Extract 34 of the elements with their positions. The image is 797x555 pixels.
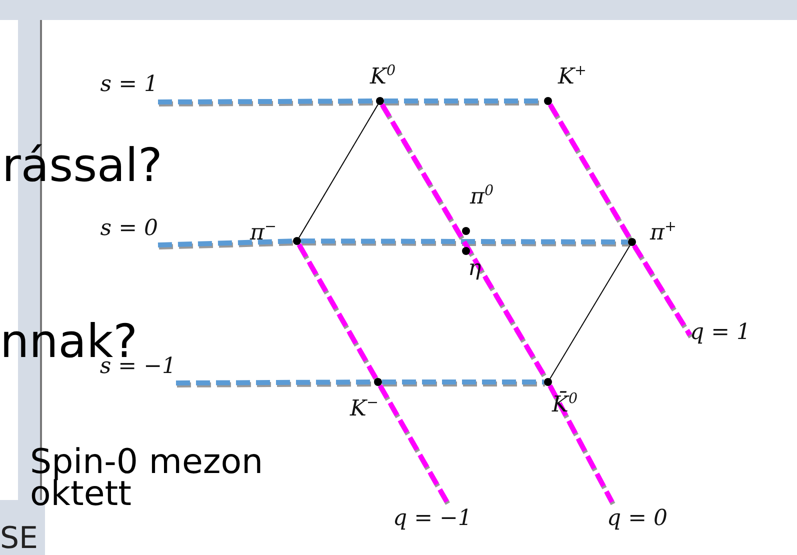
particle-label: K$^{0}$ (370, 64, 396, 88)
particle-label: K$^{−}$ (350, 396, 378, 420)
dashed-line (382, 380, 544, 384)
particle-dot (293, 237, 301, 245)
footer-text: SE (0, 524, 38, 554)
connector-line (550, 244, 630, 380)
axis-label: q = 1 (690, 322, 750, 344)
dashed-line (158, 238, 294, 248)
axis-label: q = −1 (393, 502, 472, 530)
particle-label: π$^{+}$ (650, 220, 676, 244)
particle-dot (462, 227, 470, 235)
dashed-line (548, 384, 614, 504)
axis-label: q = 0 (607, 502, 668, 530)
particle-dot (544, 97, 552, 105)
particle-label: K̄$^{0}$ (552, 392, 578, 416)
caption-text: Spin-0 mezon oktett (30, 446, 264, 511)
particle-label: π$^{−}$ (250, 220, 276, 244)
dashed-line (632, 244, 692, 336)
dashed-line (296, 243, 378, 380)
particle-label: π$^{0}$ (470, 184, 494, 208)
slide-text: rással? (2, 142, 162, 188)
dashed-line (548, 103, 632, 240)
particle-dot (544, 378, 552, 386)
dashed-line (301, 238, 628, 244)
particle-dot (374, 378, 382, 386)
particle-dot (628, 238, 636, 246)
particle-dot (376, 97, 384, 105)
axis-label: s = 1 (100, 74, 158, 104)
axis-label: s = 0 (100, 218, 158, 248)
particle-label: K$^{+}$ (558, 64, 586, 88)
particle-label: η (468, 258, 482, 280)
dashed-line (378, 384, 450, 504)
connector-line (298, 104, 378, 238)
particle-dot (462, 247, 470, 255)
